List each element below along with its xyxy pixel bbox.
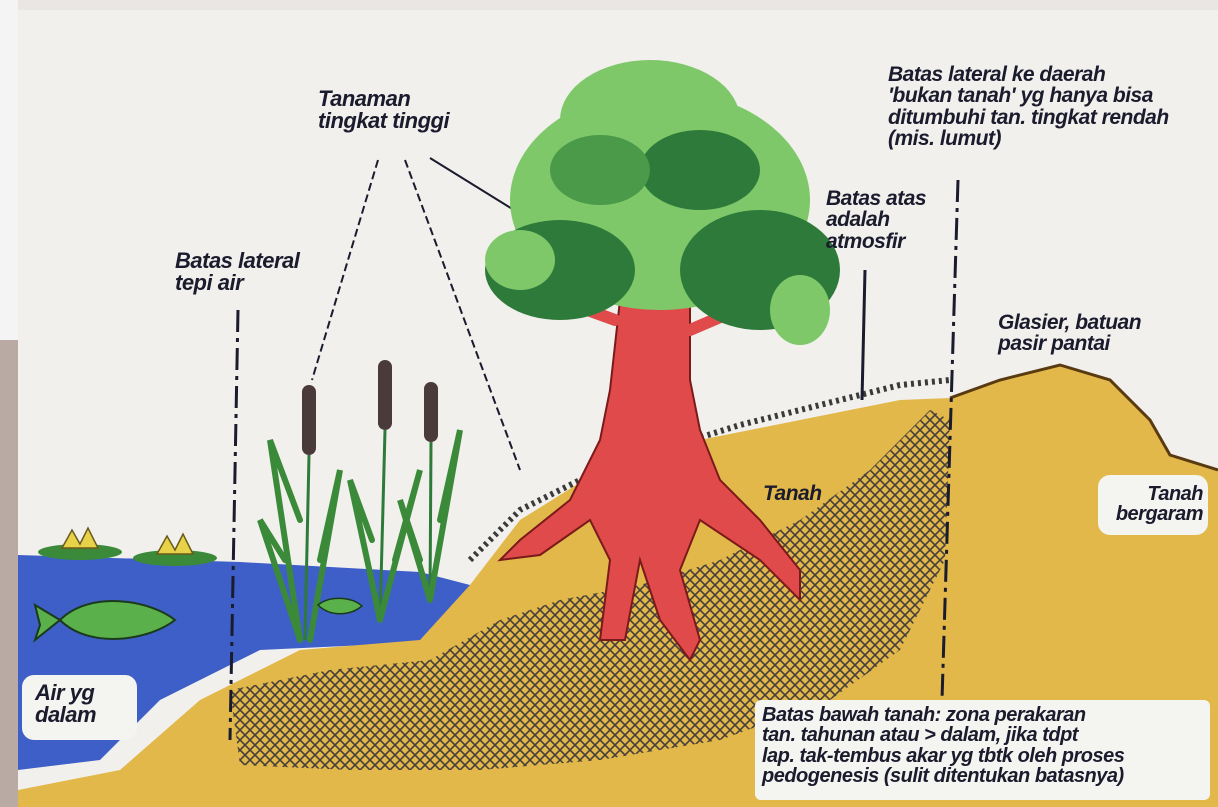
label-tanah-bergaram: Tanah bergaram	[1105, 484, 1203, 525]
label-batas-atas: Batas atas adalah atmosfir	[826, 188, 926, 252]
label-batas-lateral-ke-daerah: Batas lateral ke daerah 'bukan tanah' yg…	[888, 64, 1169, 150]
label-air-yg-dalam: Air yg dalam	[35, 682, 96, 727]
page-margin-bottom	[0, 340, 18, 807]
label-batas-lateral-tepi-air: Batas lateral tepi air	[175, 250, 299, 295]
page-margin-top	[0, 0, 18, 340]
label-batas-bawah: Batas bawah tanah: zona perakaran tan. t…	[762, 705, 1207, 787]
label-glasier: Glasier, batuan pasir pantai	[998, 312, 1141, 355]
label-tanaman-tingkat-tinggi: Tanaman tingkat tinggi	[318, 88, 449, 133]
label-tanah: Tanah	[763, 483, 822, 504]
